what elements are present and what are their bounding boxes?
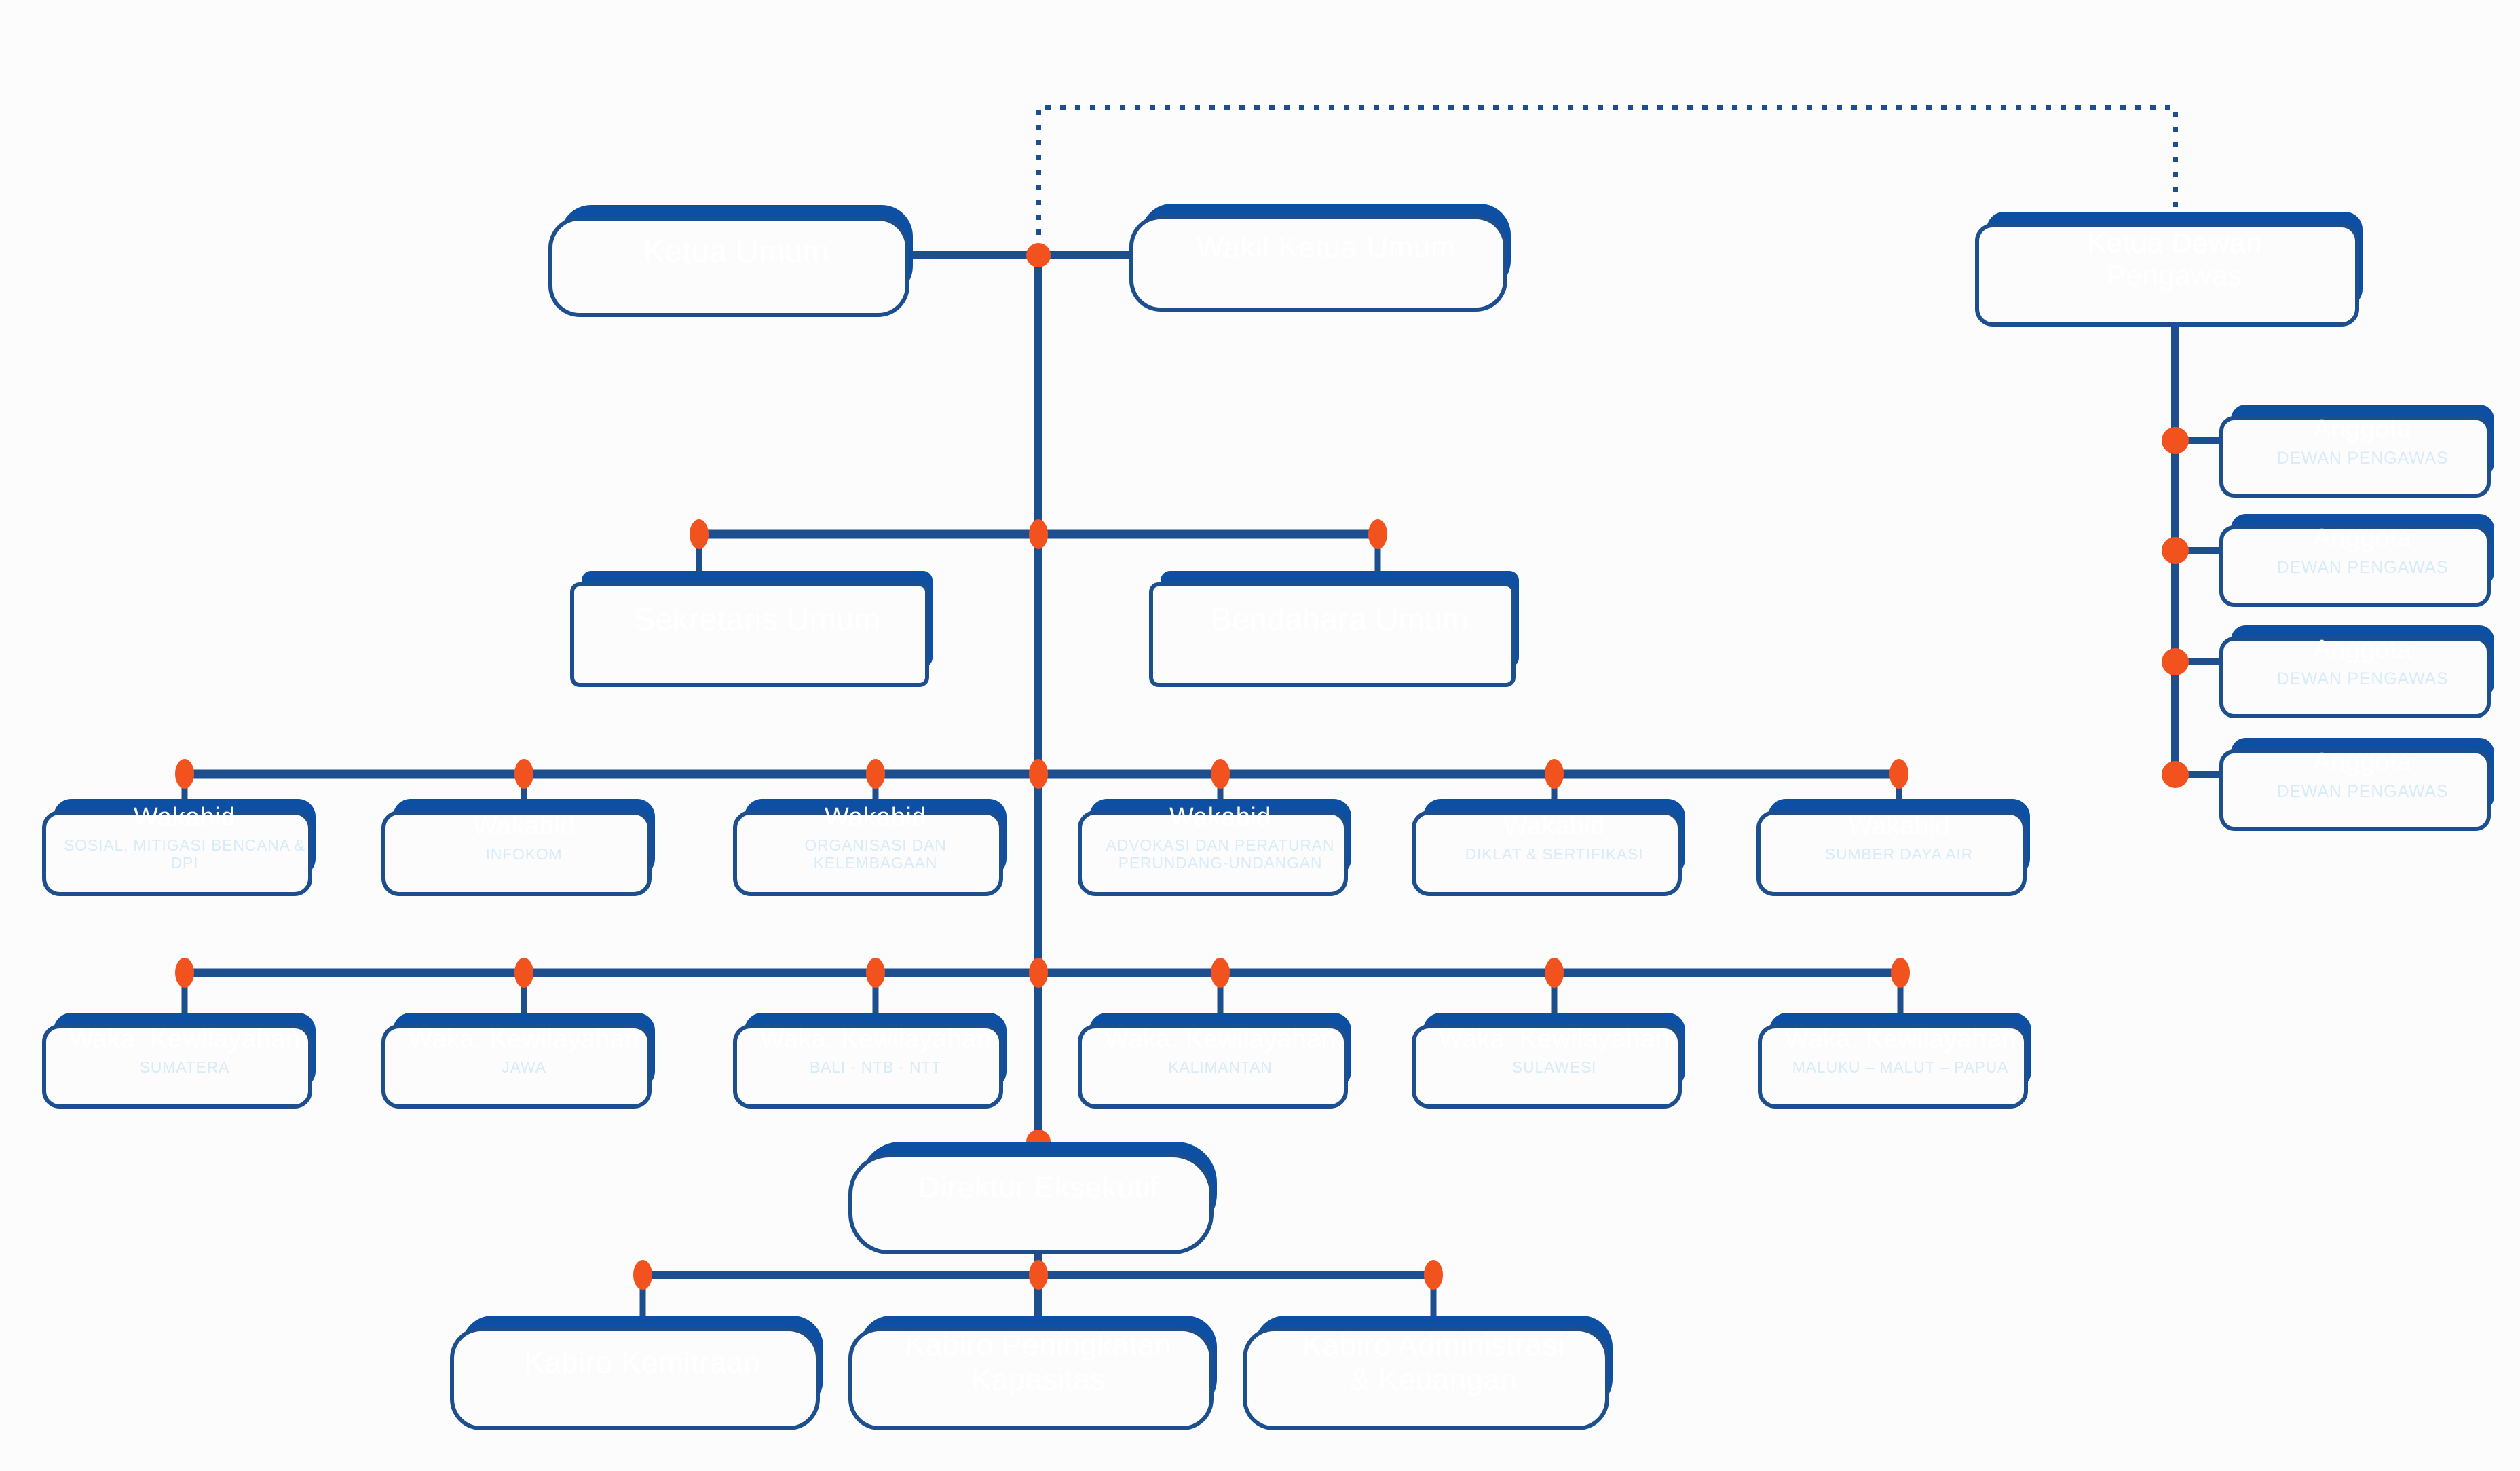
node-anggota-dewan-pengawas-2: Anggota DEWAN PENGAWAS <box>2219 514 2494 607</box>
node-waka-kewilayahan-sulawesi: Waka. Kewilayahan SULAWESI <box>1412 1013 1685 1109</box>
node-waka-kewilayahan-sumatera: Waka. Kewilayahan SUMATERA <box>42 1013 316 1109</box>
node-ketua-dewan-pengawas: Ketua Dewan Pengawas <box>1975 212 2363 327</box>
node-title: Wakabid <box>1503 812 1605 841</box>
node-subtitle: SUMBER DAYA AIR <box>1824 844 1974 863</box>
node-title: Direktur Eksekutif <box>918 1171 1159 1205</box>
node-direktur-eksekutif: Direktur Eksekutif <box>848 1142 1217 1254</box>
node-wakabid-organisasi: Wakabid ORGANISASI DAN KELEMBAGAAN <box>733 799 1007 896</box>
node-title: Ketua Dewan Pengawas <box>2087 226 2262 291</box>
node-wakabid-infokom: Wakabid INFOKOM <box>381 799 655 896</box>
node-title: Sekretaris Umum <box>634 601 880 637</box>
node-title: Waka. Kewilayahan <box>69 1025 301 1054</box>
node-waka-kewilayahan-bali-ntb-ntt: Waka. Kewilayahan BALI - NTB - NTT <box>733 1013 1007 1109</box>
node-wakabid-sosial-mitigasi: Wakabid SOSIAL, MITIGASI BENCANA & DPI <box>42 799 316 896</box>
node-title: Bendahara Umum <box>1210 601 1469 637</box>
node-kabiro-kemitraan: Kabiro Kemitraan <box>450 1316 823 1430</box>
node-subtitle: DIKLAT & SERTIFIKASI <box>1465 844 1644 863</box>
node-subtitle: JAWA <box>502 1058 546 1076</box>
node-title: Waka. Kewilayahan <box>1104 1025 1336 1054</box>
node-subtitle: DEWAN PENGAWAS <box>2276 669 2449 688</box>
node-subtitle: SOSIAL, MITIGASI BENCANA & DPI <box>64 836 305 872</box>
node-subtitle: SUMATERA <box>139 1058 230 1076</box>
node-title: Kabiro Peningkatan Kapasitas <box>905 1328 1172 1396</box>
node-title: Kabiro Kemitraan <box>524 1345 761 1379</box>
node-subtitle: KALIMANTAN <box>1168 1058 1273 1076</box>
node-title: Wakabid <box>1848 812 1950 841</box>
node-title: Anggota <box>2313 748 2412 777</box>
node-wakil-ketua-umum: Wakil Ketua Umum <box>1129 204 1511 312</box>
node-wakabid-advokasi: Wakabid ADVOKASI DAN PERATURAN PERUNDANG… <box>1078 799 1351 896</box>
node-title: Wakabid <box>473 812 575 841</box>
node-anggota-dewan-pengawas-4: Anggota DEWAN PENGAWAS <box>2219 738 2494 831</box>
node-title: Waka. Kewilayahan <box>408 1025 640 1054</box>
node-subtitle: ADVOKASI DAN PERATURAN PERUNDANG-UNDANGA… <box>1106 836 1335 872</box>
node-subtitle: DEWAN PENGAWAS <box>2276 448 2449 468</box>
junction-dots <box>175 243 2189 1290</box>
node-title: Wakil Ketua Umum <box>1196 230 1456 264</box>
node-title: Wakabid <box>825 803 926 832</box>
node-sekretaris-umum: Sekretaris Umum <box>570 571 933 687</box>
node-subtitle: SULAWESI <box>1511 1058 1597 1076</box>
node-title: Waka. Kewilayahan <box>1784 1025 2016 1054</box>
node-subtitle: BALI - NTB - NTT <box>809 1058 942 1076</box>
dotted-connector-ketua-to-dewan-pengawas <box>1036 105 2178 250</box>
node-anggota-dewan-pengawas-1: Anggota DEWAN PENGAWAS <box>2219 405 2494 498</box>
node-title: Waka. Kewilayahan <box>759 1025 992 1054</box>
node-title: Anggota <box>2313 415 2412 444</box>
node-title: Ketua Umum <box>643 233 829 269</box>
node-title: Wakabid <box>134 803 236 832</box>
node-subtitle: INFOKOM <box>485 844 563 863</box>
node-kabiro-peningkatan-kapasitas: Kabiro Peningkatan Kapasitas <box>848 1316 1217 1430</box>
node-title: Anggota <box>2313 524 2412 553</box>
node-waka-kewilayahan-jawa: Waka. Kewilayahan JAWA <box>381 1013 655 1109</box>
node-waka-kewilayahan-kalimantan: Waka. Kewilayahan KALIMANTAN <box>1078 1013 1351 1109</box>
node-kabiro-administrasi-keuangan: Kabiro Administrasi & Keuangan <box>1243 1316 1613 1430</box>
node-subtitle: MALUKU – MALUT – PAPUA <box>1792 1058 2009 1076</box>
node-bendahara-umum: Bendahara Umum <box>1149 571 1519 687</box>
node-waka-kewilayahan-maluku-malut-papua: Waka. Kewilayahan MALUKU – MALUT – PAPUA <box>1758 1013 2031 1109</box>
node-subtitle: DEWAN PENGAWAS <box>2276 557 2449 577</box>
node-title: Anggota <box>2313 635 2412 665</box>
node-ketua-umum: Ketua Umum <box>548 205 913 317</box>
node-anggota-dewan-pengawas-3: Anggota DEWAN PENGAWAS <box>2219 625 2494 718</box>
node-wakabid-diklat: Wakabid DIKLAT & SERTIFIKASI <box>1412 799 1685 896</box>
node-subtitle: DEWAN PENGAWAS <box>2276 781 2449 801</box>
node-title: Wakabid <box>1169 803 1271 832</box>
node-title: Waka. Kewilayahan <box>1438 1025 1670 1054</box>
node-subtitle: ORGANISASI DAN KELEMBAGAAN <box>804 836 947 872</box>
node-wakabid-sumber-daya-air: Wakabid SUMBER DAYA AIR <box>1756 799 2030 896</box>
node-title: Kabiro Administrasi & Keuangan <box>1302 1328 1565 1396</box>
